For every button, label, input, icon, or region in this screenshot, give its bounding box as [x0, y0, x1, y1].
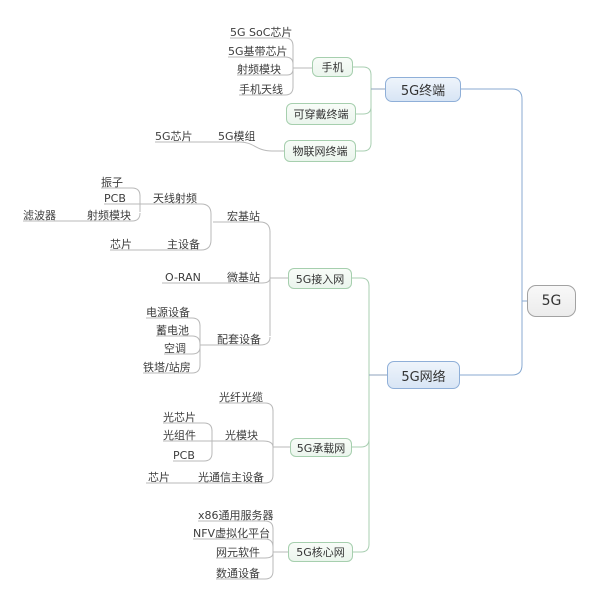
topic-macro-base-station[interactable]: 宏基站: [227, 210, 260, 223]
topic-optical-chip[interactable]: 光芯片: [163, 411, 196, 424]
link-network-bearer: [352, 438, 370, 448]
topic-chip-main-equipment[interactable]: 芯片: [110, 238, 132, 251]
link-macro-children: [110, 203, 212, 251]
link-antennarf-rfmodule: [23, 212, 141, 222]
topic-antenna-rf[interactable]: 天线射频: [153, 192, 197, 205]
topic-support-equipment[interactable]: 配套设备: [217, 333, 261, 346]
link-access-macro: [213, 221, 271, 233]
topic-5g-root[interactable]: 5G: [527, 285, 576, 317]
topic-phone[interactable]: 手机: [312, 57, 353, 77]
link-network-core: [353, 543, 370, 553]
topic-phone-antenna[interactable]: 手机天线: [239, 83, 283, 96]
link-support-power: [146, 317, 201, 327]
link-terminal-iot: [356, 142, 372, 152]
topic-datacom-equipment[interactable]: 数通设备: [216, 567, 260, 580]
link-network-access: [352, 277, 370, 287]
topic-main-equipment[interactable]: 主设备: [167, 238, 200, 251]
topic-optical-main-equipment[interactable]: 光通信主设备: [198, 471, 264, 484]
topic-battery[interactable]: 蓄电池: [156, 324, 189, 337]
topic-network-element-software[interactable]: 网元软件: [216, 546, 260, 559]
topic-rf-module-phone[interactable]: 射频模块: [237, 63, 281, 76]
link-terminal-wearable: [356, 106, 372, 115]
link-core-x86: [198, 520, 274, 530]
topic-air-conditioner[interactable]: 空调: [164, 342, 186, 355]
link-core-datacom: [216, 570, 274, 580]
topic-o-ran[interactable]: O-RAN: [165, 271, 201, 284]
topic-rf-module-bs[interactable]: 射频模块: [87, 209, 131, 222]
link-root-branches: [460, 88, 523, 376]
link-access-support: [200, 336, 271, 346]
topic-wearable-terminal[interactable]: 可穿戴终端: [286, 103, 356, 125]
link-support-tower: [143, 364, 201, 374]
link-antennarf-vibrator: [101, 187, 141, 197]
link-phone-children: [239, 86, 294, 96]
link-iot-module: [155, 141, 284, 152]
topic-access-network[interactable]: 5G接入网: [288, 268, 352, 289]
topic-optical-module[interactable]: 光模块: [225, 429, 258, 442]
topic-5g-baseband-chip[interactable]: 5G基带芯片: [228, 45, 288, 58]
topic-5g-module[interactable]: 5G模组: [218, 130, 256, 143]
topic-chip-optical-main[interactable]: 芯片: [148, 471, 170, 484]
topic-micro-base-station[interactable]: 微基站: [227, 271, 260, 284]
link-optmodule-pcb: [173, 452, 213, 462]
link-bearer-optmain: [146, 474, 274, 484]
topic-fiber-cable[interactable]: 光纤光缆: [219, 391, 263, 404]
gray-connectors: [23, 37, 312, 580]
link-phone-children: [230, 37, 294, 47]
topic-iot-terminal[interactable]: 物联网终端: [284, 140, 356, 162]
green-connectors: [352, 66, 372, 553]
topic-5g-network[interactable]: 5G网络: [387, 361, 460, 389]
topic-core-network[interactable]: 5G核心网: [288, 542, 353, 562]
topic-5g-terminal[interactable]: 5G终端: [385, 77, 461, 102]
link-terminal-phone: [353, 66, 372, 76]
topic-power-equipment[interactable]: 电源设备: [146, 306, 190, 319]
topic-5g-chip[interactable]: 5G芯片: [155, 130, 193, 143]
blue-connectors: [460, 88, 527, 376]
topic-bearer-network[interactable]: 5G承载网: [290, 438, 352, 457]
topic-vibrator[interactable]: 振子: [101, 176, 123, 189]
topic-5g-soc-chip[interactable]: 5G SoC芯片: [230, 26, 293, 39]
topic-tower-station[interactable]: 铁塔/站房: [143, 361, 191, 374]
topic-filter[interactable]: 滤波器: [23, 209, 56, 222]
link-bearer-fiber: [219, 402, 274, 412]
topic-optical-component[interactable]: 光组件: [163, 429, 196, 442]
stub-connectors: [369, 88, 387, 376]
link-optmodule-chip: [163, 422, 213, 432]
topic-pcb-optical[interactable]: PCB: [173, 449, 195, 462]
topic-x86-server[interactable]: x86通用服务器: [198, 509, 274, 522]
topic-pcb-antenna[interactable]: PCB: [104, 192, 126, 205]
topic-nfv-platform[interactable]: NFV虚拟化平台: [193, 527, 271, 540]
